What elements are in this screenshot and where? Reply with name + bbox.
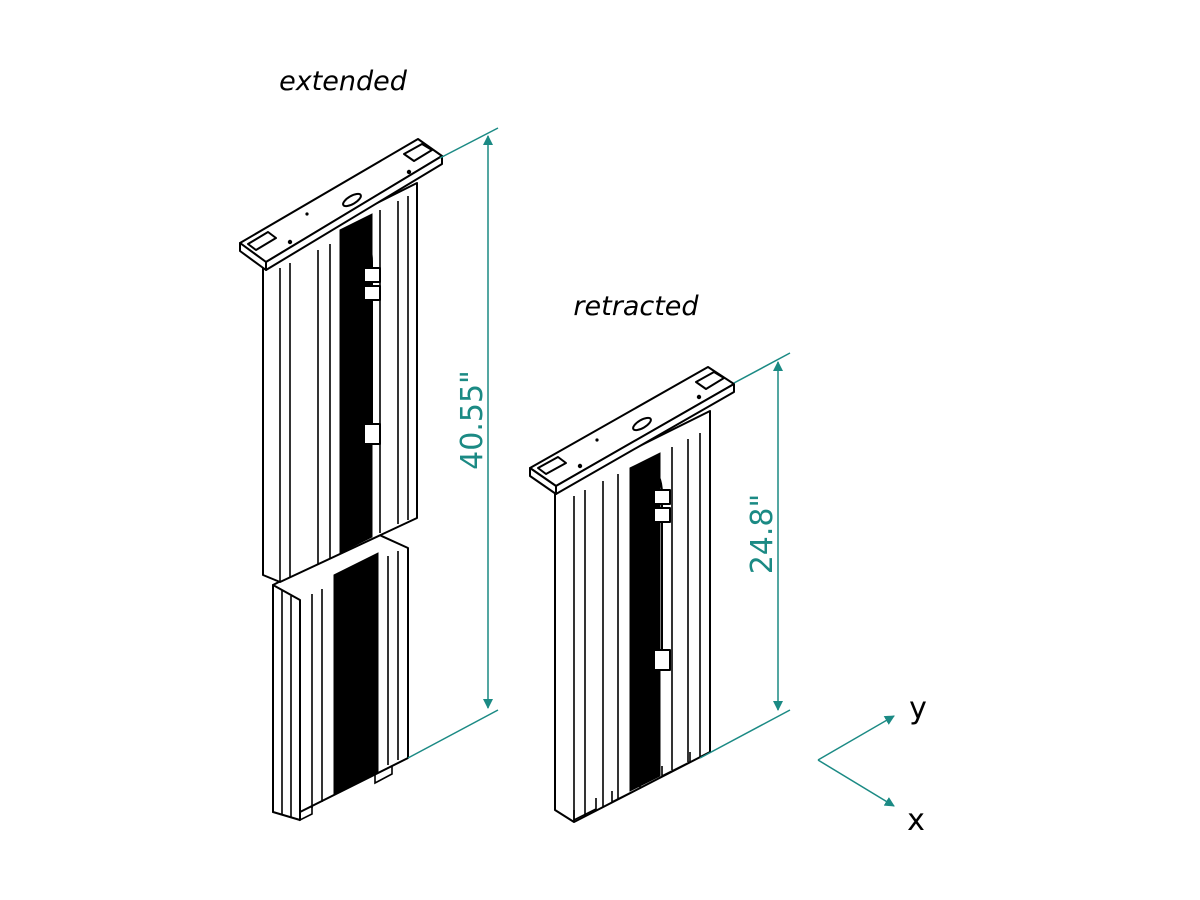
x-axis-label: x bbox=[907, 803, 925, 838]
retracted-label: retracted bbox=[573, 291, 699, 322]
axis-indicator: y x bbox=[817, 691, 927, 838]
extended-top-plate bbox=[239, 138, 443, 271]
retracted-column bbox=[529, 366, 735, 823]
extended-column bbox=[239, 138, 443, 822]
extended-height-label: 40.55" bbox=[455, 370, 490, 470]
retracted-cable bbox=[647, 463, 671, 671]
y-axis-arrow bbox=[817, 715, 895, 761]
retracted-dimension: 24.8" bbox=[699, 352, 791, 759]
retracted-top-plate bbox=[529, 366, 735, 495]
extended-dimension: 40.55" bbox=[407, 127, 499, 759]
y-axis-label: y bbox=[909, 691, 927, 726]
retracted-body bbox=[554, 410, 711, 823]
extended-lower-stage bbox=[272, 532, 409, 822]
extended-label: extended bbox=[279, 66, 408, 97]
extended-cable bbox=[355, 231, 381, 445]
retracted-height-label: 24.8" bbox=[745, 494, 780, 575]
x-axis-arrow bbox=[817, 759, 895, 807]
